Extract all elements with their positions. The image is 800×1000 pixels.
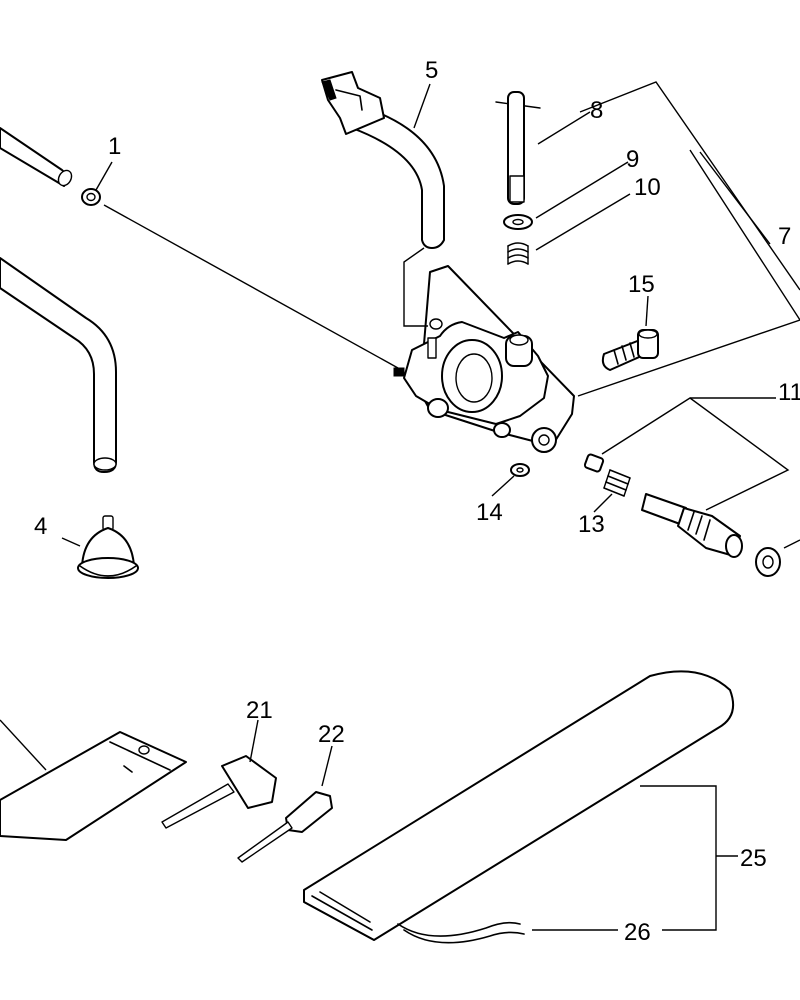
callout-10: 10: [634, 174, 661, 201]
part-14-washer: [510, 463, 530, 477]
callout-26: 26: [624, 919, 651, 946]
tube-straight: [0, 127, 73, 187]
part-cap: [583, 453, 605, 473]
callout-14: 14: [476, 499, 503, 526]
part-21-wrench: [161, 755, 277, 829]
part-22-screwdriver: [237, 791, 333, 863]
part-15-bolt: [601, 329, 659, 371]
callout-9: 9: [626, 146, 639, 173]
leader-lines: [0, 81, 800, 931]
callout-25: 25: [740, 845, 767, 872]
callout-22: 22: [318, 721, 345, 748]
callout-labels: 1 4 5 7 8 9 10 11 13 14 15 21 22 25 26: [34, 57, 800, 946]
callout-15: 15: [628, 271, 655, 298]
part-13-spring: [603, 469, 631, 497]
part-1-oring: [81, 188, 101, 206]
callout-21: 21: [246, 697, 273, 724]
part-5-oil-hose: [321, 71, 445, 249]
part-7-oil-pump-body: [393, 265, 575, 453]
tube-bent: [0, 257, 117, 473]
part-10-spring: [507, 242, 529, 265]
part-8-plunger: [495, 91, 541, 205]
callout-11: 11: [778, 379, 800, 406]
part-9-washer: [503, 214, 533, 230]
part-26-cord: [397, 921, 525, 944]
callout-8: 8: [590, 97, 603, 124]
callout-13: 13: [578, 511, 605, 538]
part-25-bar-scabbard: [303, 670, 734, 941]
part-4-oil-strainer: [77, 515, 139, 579]
callout-1: 1: [108, 133, 121, 160]
part-11-worm-gear: [641, 493, 781, 577]
tool-pouch: [0, 731, 187, 841]
callout-7: 7: [778, 223, 791, 250]
callout-5: 5: [425, 57, 438, 84]
callout-4: 4: [34, 513, 47, 540]
